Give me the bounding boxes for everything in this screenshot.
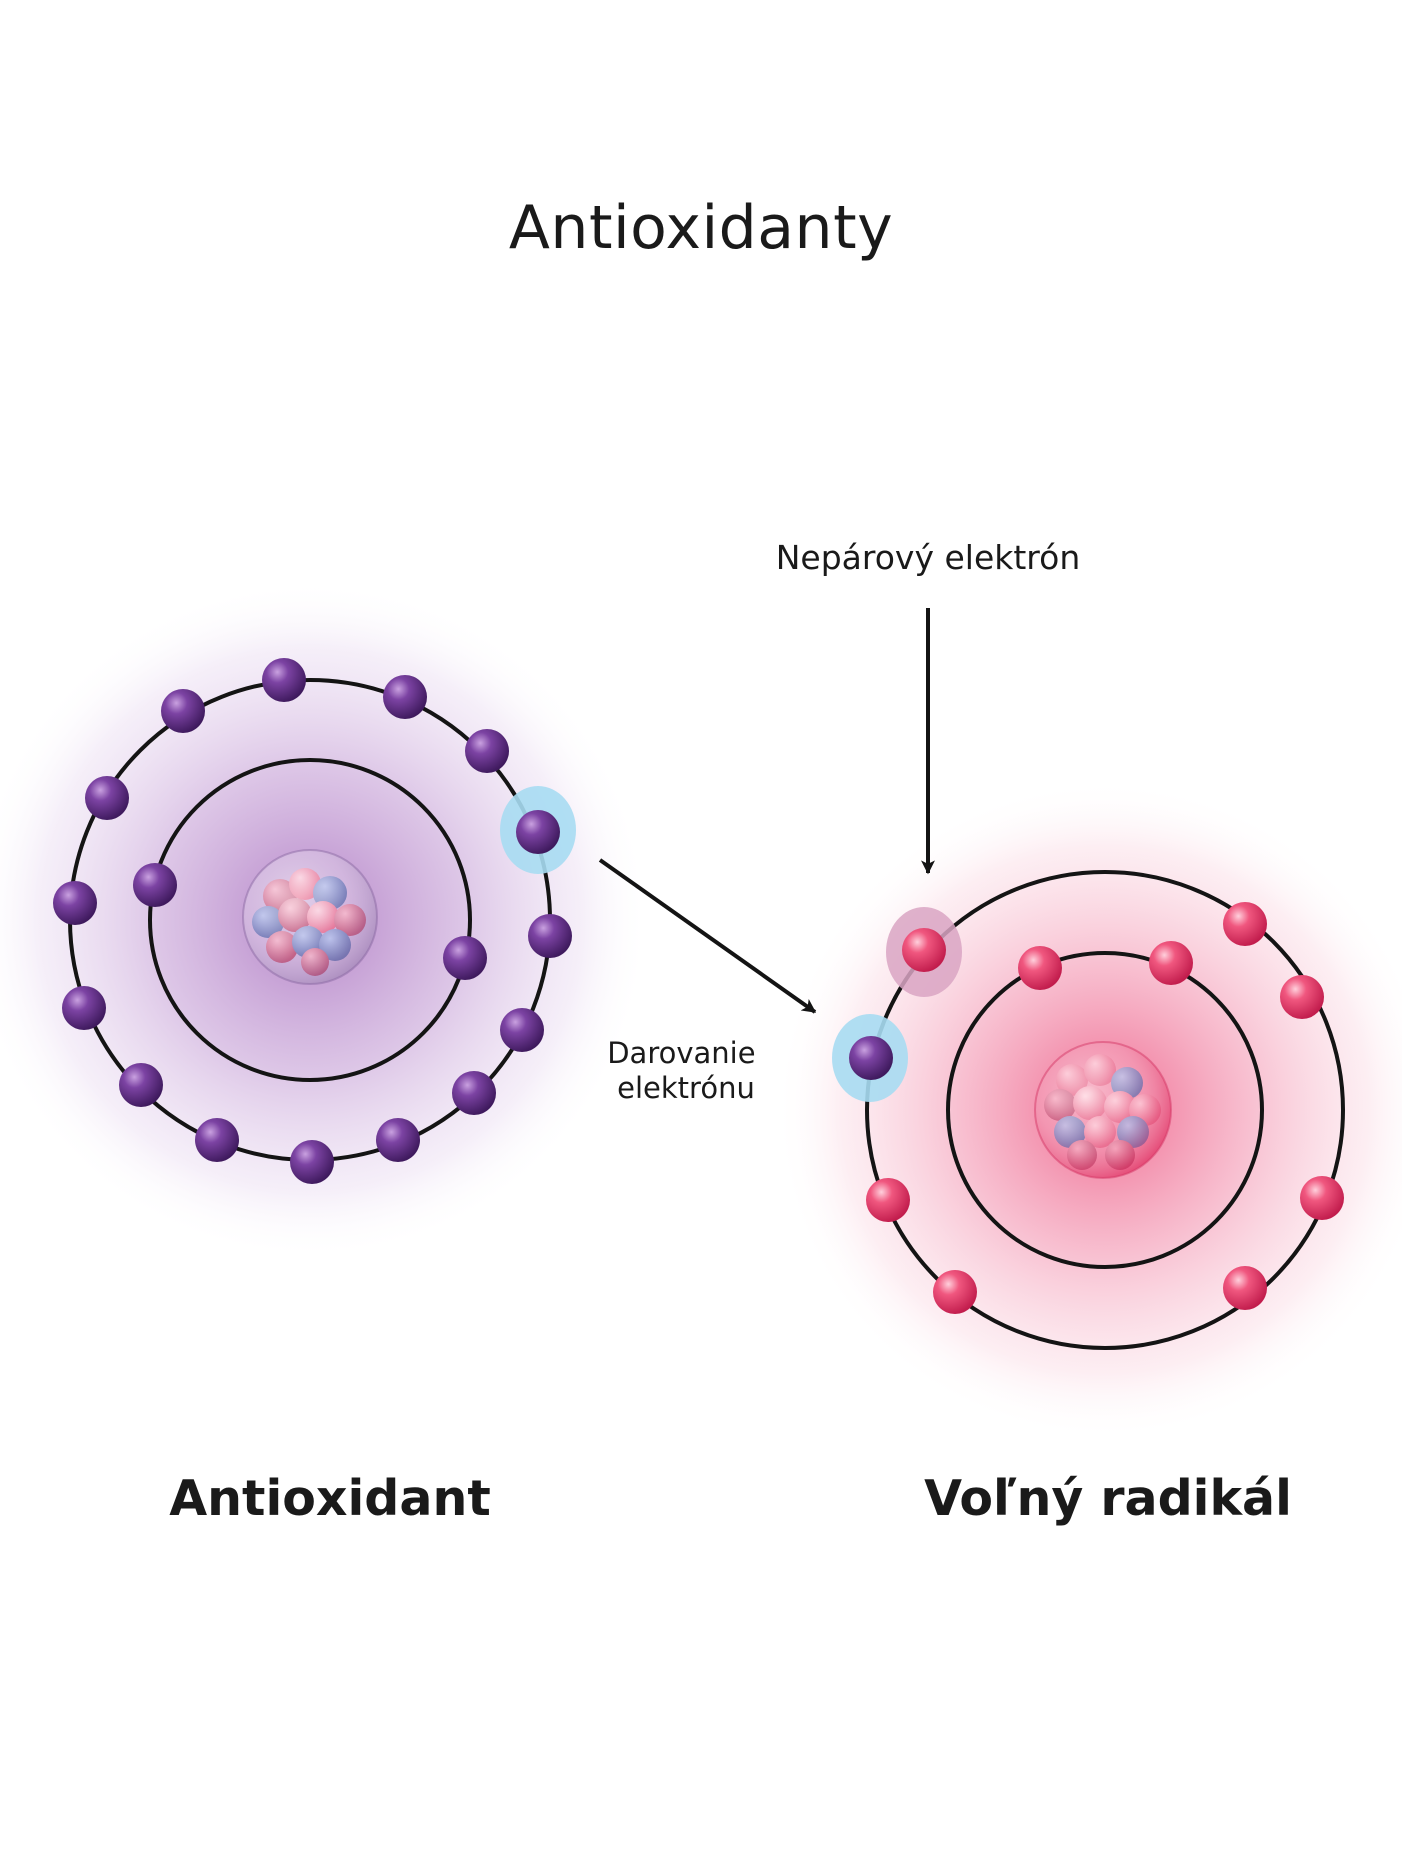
electron [1280, 975, 1324, 1019]
electron [452, 1071, 496, 1115]
electron [1223, 1266, 1267, 1310]
antioxidant-label: Antioxidant [169, 1470, 491, 1527]
electron [195, 1118, 239, 1162]
electron [85, 776, 129, 820]
unpaired-electron-label: Nepárový elektrón [776, 538, 1081, 577]
radical-outer-orbit [865, 870, 1345, 1350]
donation-label: Darovanie elektrónu [607, 1036, 765, 1105]
donated-electron [516, 810, 560, 854]
unpaired-electron [902, 928, 946, 972]
electron [443, 936, 487, 980]
antioxidant-atom [0, 580, 650, 1260]
page-title: Antioxidanty [509, 193, 893, 263]
electron [1223, 902, 1267, 946]
donation-label-line-1: Darovanie [607, 1036, 755, 1070]
free-radical-label: Voľný radikál [924, 1470, 1292, 1527]
radical-nucleus [1034, 1041, 1172, 1179]
electron [290, 1140, 334, 1184]
electron [119, 1063, 163, 1107]
electron [383, 675, 427, 719]
electron [866, 1178, 910, 1222]
electron [1018, 946, 1062, 990]
electron [376, 1118, 420, 1162]
free-radical-atom [775, 780, 1402, 1440]
electron [500, 1008, 544, 1052]
electron [133, 863, 177, 907]
electron [933, 1270, 977, 1314]
electron [465, 729, 509, 773]
electron [1300, 1176, 1344, 1220]
donation-label-line-2: elektrónu [617, 1071, 755, 1105]
antioxidant-nucleus [242, 849, 378, 985]
radical-inner-orbit [946, 951, 1264, 1269]
electron [1149, 941, 1193, 985]
electron [262, 658, 306, 702]
electron [528, 914, 572, 958]
received-electron [849, 1036, 893, 1080]
antioxidant-inner-orbit [148, 758, 472, 1082]
electron [53, 881, 97, 925]
electron [161, 689, 205, 733]
electron [62, 986, 106, 1030]
donation-arrow [598, 858, 817, 1014]
